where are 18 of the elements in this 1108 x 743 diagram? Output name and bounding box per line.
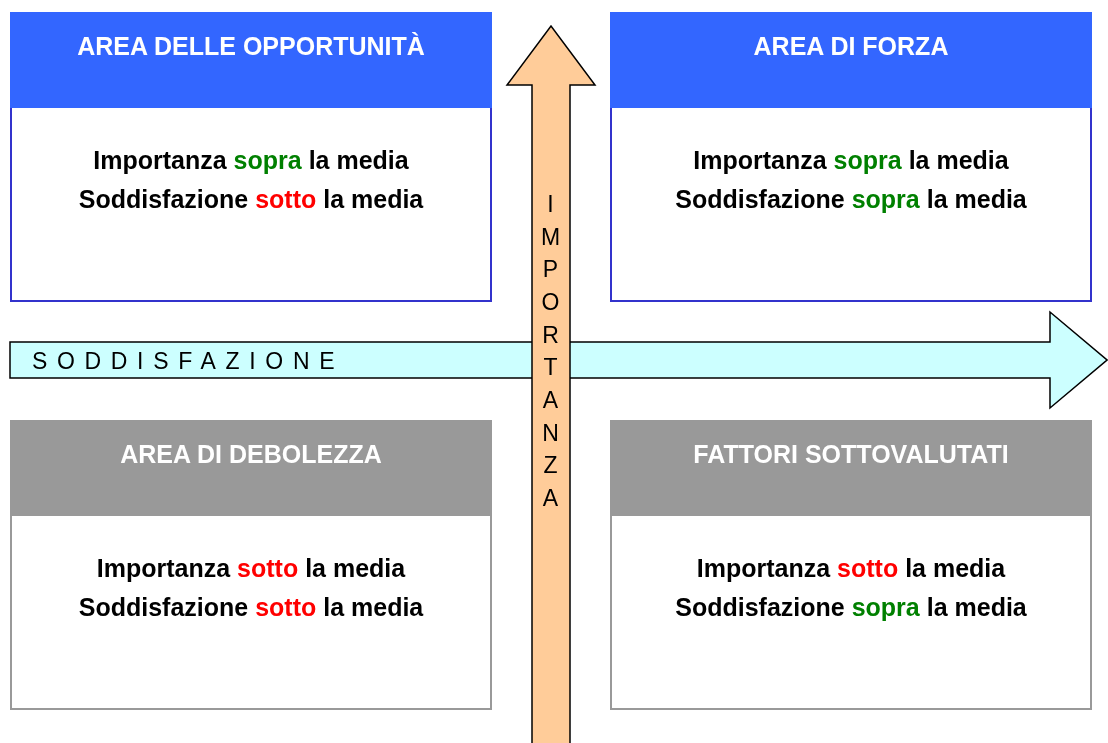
quadrant-text: Importanza sopra la media [93, 146, 409, 175]
quadrant-text: Soddisfazione sopra la media [675, 185, 1027, 214]
axis-label: IMPORTANZA [539, 190, 562, 513]
quadrant-text: Soddisfazione sotto la media [78, 185, 424, 214]
quadrant-header: AREA DI DEBOLEZZA [10, 420, 492, 516]
quadrant-box [10, 420, 492, 710]
quadrant-box [610, 420, 1092, 710]
quadrant-header: AREA DELLE OPPORTUNITÀ [10, 12, 492, 108]
quadrant-text: Soddisfazione sotto la media [78, 593, 424, 622]
quadrant-text: Importanza sotto la media [96, 554, 406, 583]
quadrant-box [610, 12, 1092, 302]
quadrant-box [10, 12, 492, 302]
quadrant-text: Soddisfazione sopra la media [675, 593, 1027, 622]
quadrant-header: FATTORI SOTTOVALUTATI [610, 420, 1092, 516]
axis-label: SODDISFAZIONE [32, 348, 345, 375]
quadrant-text: Importanza sotto la media [696, 554, 1006, 583]
quadrant-header: AREA DI FORZA [610, 12, 1092, 108]
quadrant-text: Importanza sopra la media [693, 146, 1009, 175]
